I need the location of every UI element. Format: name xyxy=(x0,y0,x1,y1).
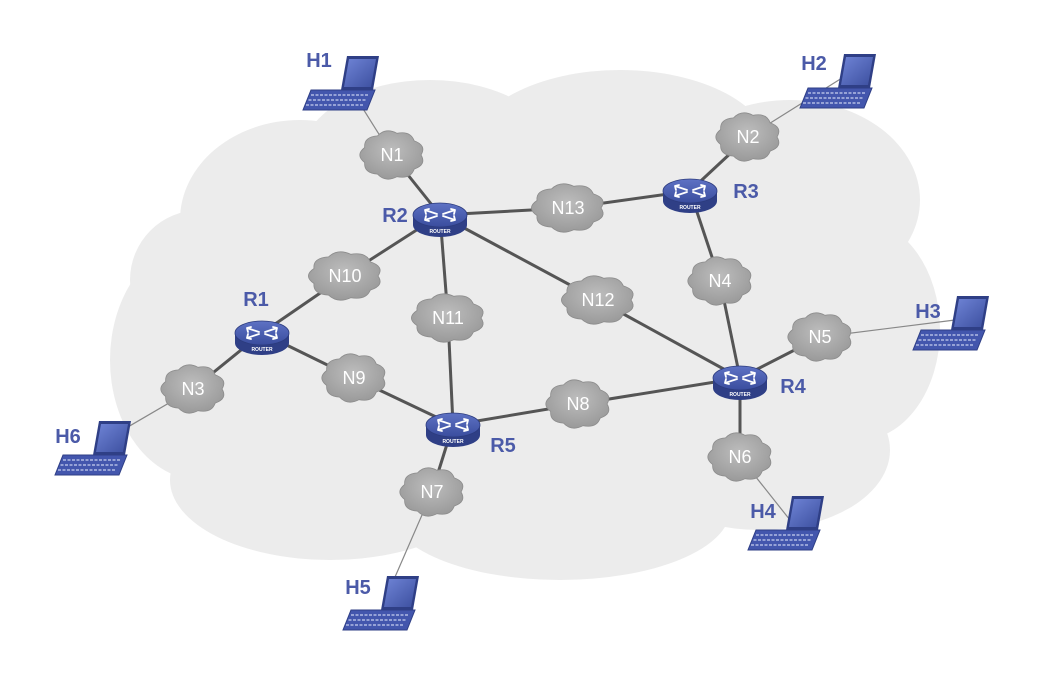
cloud-shape xyxy=(359,130,424,180)
host-label: H3 xyxy=(915,301,941,323)
router-caption: ROUTER xyxy=(679,205,701,211)
host-label: H5 xyxy=(345,577,371,599)
network-label: N5 xyxy=(808,327,831,347)
host-h3: H3 xyxy=(912,296,989,351)
network-cloud-n11: N11 xyxy=(411,293,484,343)
cloud-shape xyxy=(411,293,484,343)
network-label: N12 xyxy=(581,290,614,310)
router-caption: ROUTER xyxy=(251,347,273,353)
cloud-shape xyxy=(707,432,772,482)
router-r2: ROUTER R2 xyxy=(382,202,468,237)
laptop-icon xyxy=(912,296,989,351)
network-cloud-n5: N5 xyxy=(787,312,852,362)
network-cloud-n9: N9 xyxy=(321,353,386,403)
host-label: H6 xyxy=(55,426,81,448)
network-cloud-n3: N3 xyxy=(160,364,225,414)
router-arrows-icon xyxy=(424,208,456,222)
network-label: N7 xyxy=(420,482,443,502)
router-top xyxy=(425,412,481,438)
router-top xyxy=(412,202,468,228)
network-label: N3 xyxy=(181,379,204,399)
network-cloud-n1: N1 xyxy=(359,130,424,180)
network-cloud-n12: N12 xyxy=(561,275,634,325)
router-label: R2 xyxy=(382,205,408,227)
router-label: R5 xyxy=(490,435,516,457)
network-label: N6 xyxy=(728,447,751,467)
cloud-shape xyxy=(787,312,852,362)
router-r5: ROUTER R5 xyxy=(425,412,516,457)
host-h1: H1 xyxy=(302,50,379,111)
router-label: R4 xyxy=(780,376,806,398)
network-label: N11 xyxy=(432,308,464,328)
network-cloud-n10: N10 xyxy=(308,251,381,301)
router-top xyxy=(662,178,718,204)
host-h6: H6 xyxy=(54,421,131,476)
cloud-shape xyxy=(687,256,752,306)
router-r1: ROUTER R1 xyxy=(234,289,290,355)
cloud-shape xyxy=(545,379,610,429)
host-h4: H4 xyxy=(747,496,824,551)
host-label: H1 xyxy=(306,50,332,72)
cloud-shape xyxy=(308,251,381,301)
router-arrows-icon xyxy=(246,326,278,340)
router-caption: ROUTER xyxy=(729,392,751,398)
laptop-icon xyxy=(342,576,419,631)
router-caption: ROUTER xyxy=(429,229,451,235)
router-label: R3 xyxy=(733,181,759,203)
router-r4: ROUTER R4 xyxy=(712,365,807,400)
network-cloud-n13: N13 xyxy=(531,183,604,233)
network-cloud-n6: N6 xyxy=(707,432,772,482)
network-label: N13 xyxy=(551,198,584,218)
laptop-icon xyxy=(799,54,876,109)
network-label: N10 xyxy=(328,266,361,286)
router-caption: ROUTER xyxy=(442,439,464,445)
cloud-shape xyxy=(561,275,634,325)
cloud-shape xyxy=(321,353,386,403)
router-top xyxy=(712,365,768,391)
network-cloud-n2: N2 xyxy=(715,112,780,162)
network-label: N8 xyxy=(566,394,589,414)
host-h5: H5 xyxy=(342,576,419,631)
host-label: H2 xyxy=(801,53,827,75)
router-top xyxy=(234,320,290,346)
host-h2: H2 xyxy=(799,53,876,109)
network-label: N2 xyxy=(736,127,759,147)
router-arrows-icon xyxy=(437,418,469,432)
host-label: H4 xyxy=(750,501,776,523)
router-arrows-icon xyxy=(674,184,706,198)
router-arrows-icon xyxy=(724,371,756,385)
cloud-shape xyxy=(715,112,780,162)
network-cloud-n8: N8 xyxy=(545,379,610,429)
laptop-icon xyxy=(747,496,824,551)
network-cloud-n7: N7 xyxy=(399,467,464,517)
laptop-icon xyxy=(54,421,131,476)
cloud-shape xyxy=(531,183,604,233)
network-label: N9 xyxy=(342,368,365,388)
router-label: R1 xyxy=(243,289,269,311)
router-r3: ROUTER R3 xyxy=(662,178,759,213)
network-label: N1 xyxy=(380,145,403,165)
cloud-shape xyxy=(160,364,225,414)
network-cloud-n4: N4 xyxy=(687,256,752,306)
cloud-shape xyxy=(399,467,464,517)
network-label: N4 xyxy=(708,271,731,291)
laptop-icon xyxy=(302,56,379,111)
